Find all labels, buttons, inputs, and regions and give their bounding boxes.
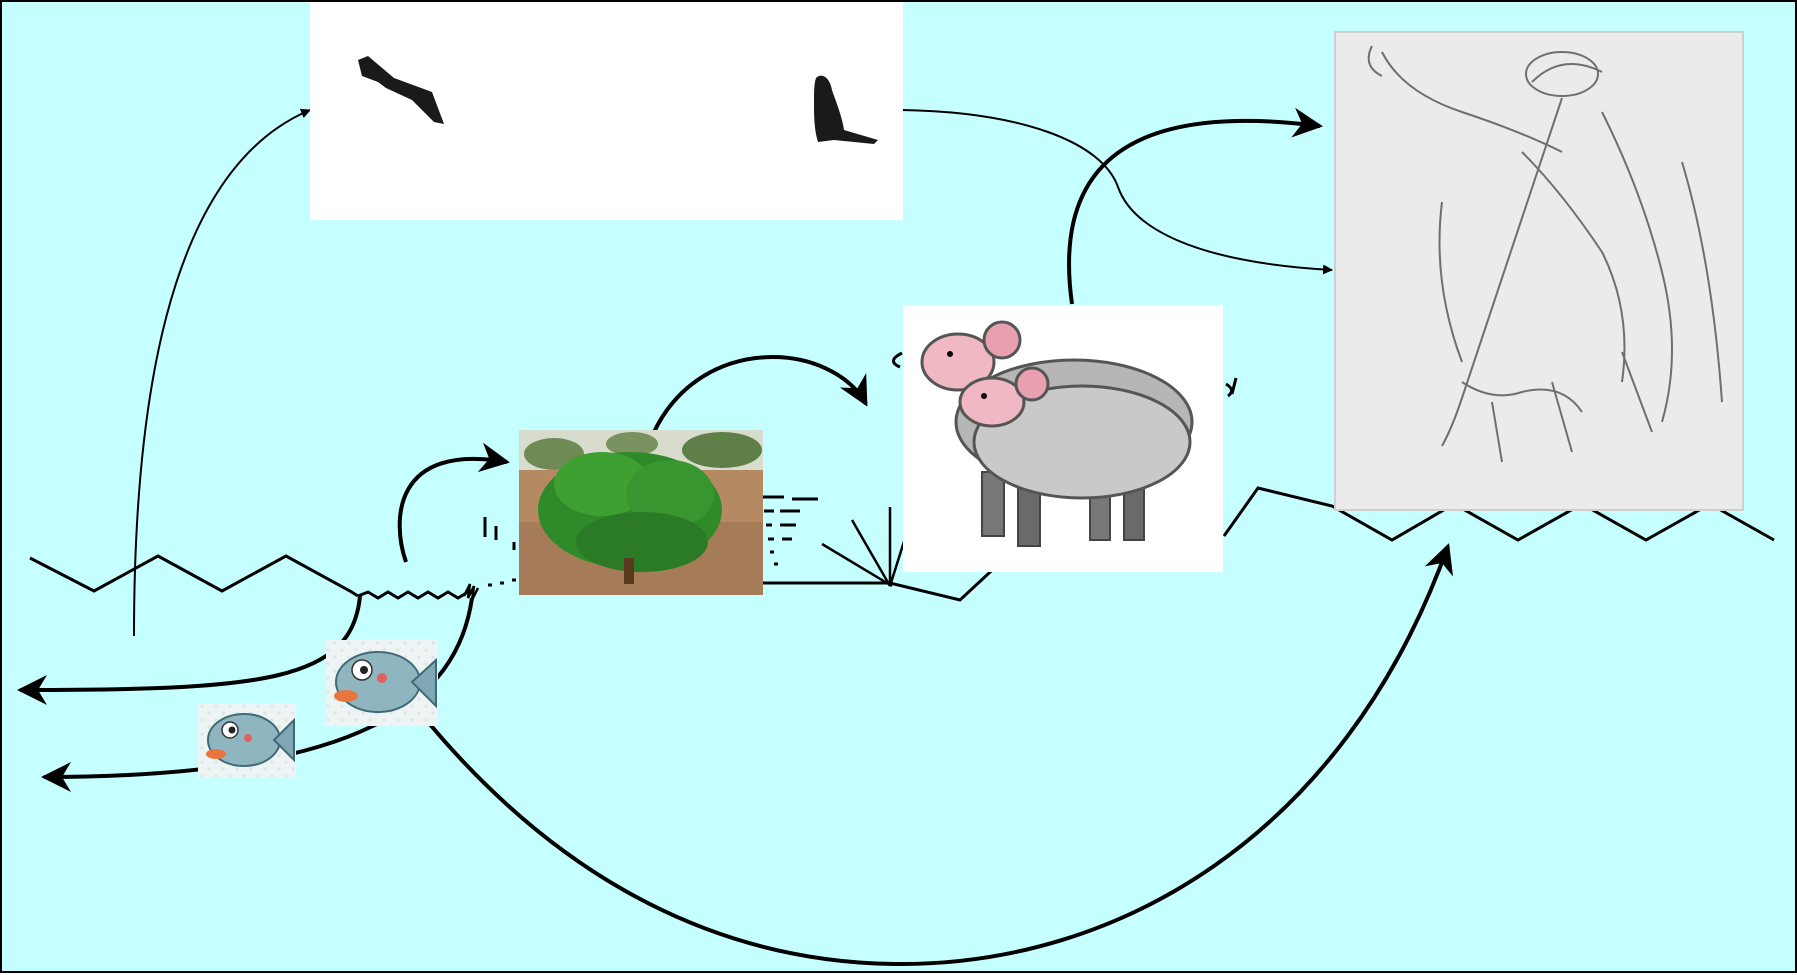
shrub-photo bbox=[519, 430, 763, 595]
arrow-shrub-to-sheep bbox=[654, 357, 866, 432]
fish-large bbox=[326, 640, 438, 726]
arrow-sheep-to-human bbox=[1069, 121, 1320, 304]
arrow-ground-to-shrub bbox=[400, 459, 507, 562]
arrow-ground-outflow-upper bbox=[20, 596, 360, 690]
human-sketch bbox=[1335, 32, 1743, 510]
birds-photo bbox=[310, 2, 903, 220]
sheep-clipart bbox=[903, 305, 1223, 572]
arrow-birds-to-human bbox=[902, 110, 1332, 270]
fish-small bbox=[198, 704, 296, 778]
arrow-fish-to-human bbox=[428, 546, 1448, 964]
